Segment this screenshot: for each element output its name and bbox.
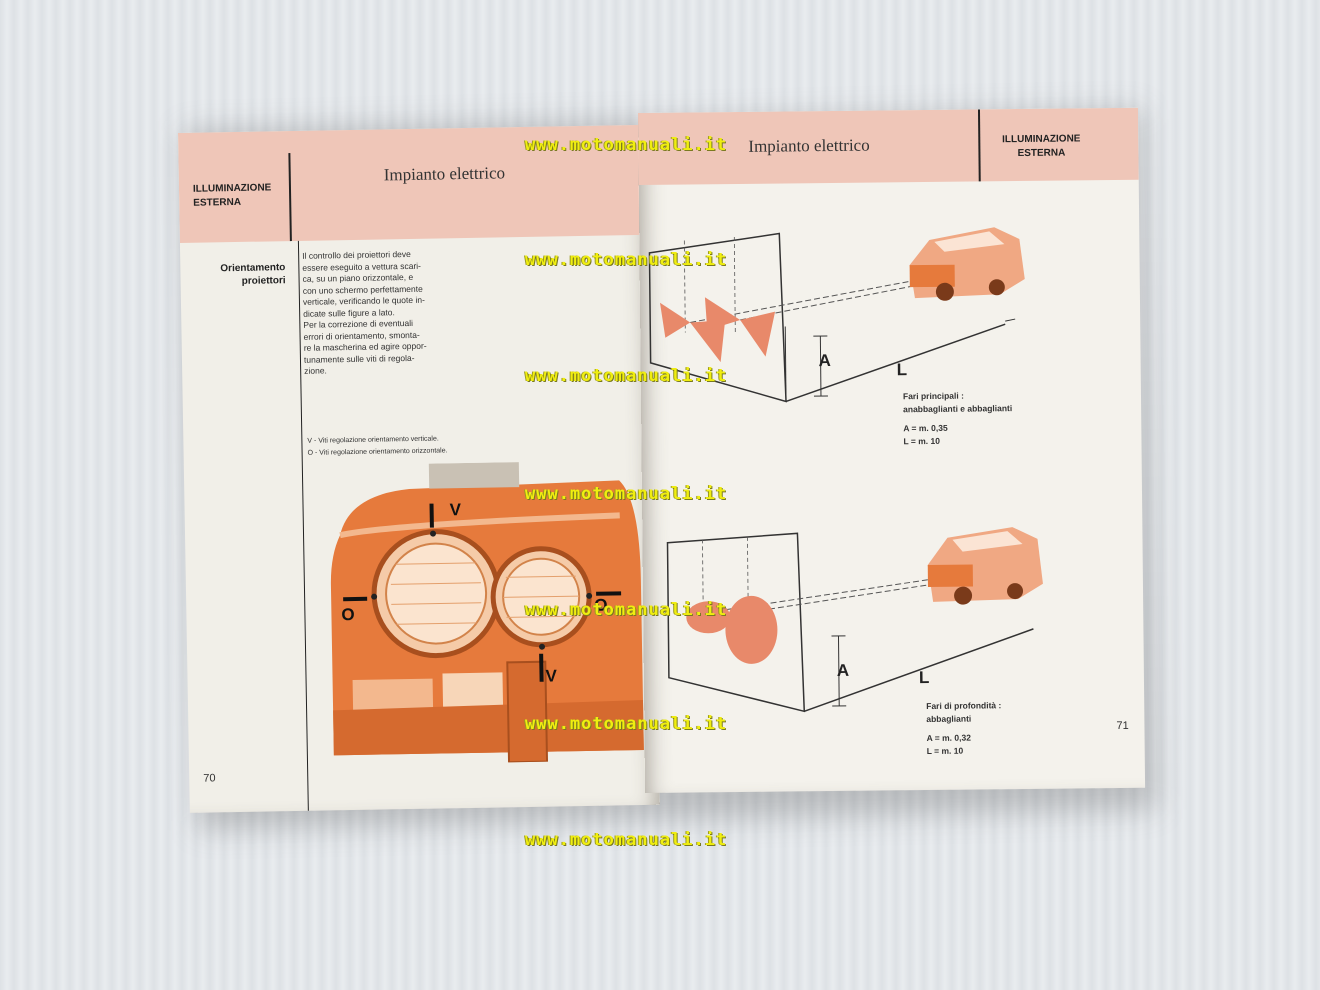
body-text: Il controllo dei proiettori deve essere … <box>302 248 479 378</box>
label-a-2: A <box>836 660 850 680</box>
label-l-1: L <box>896 360 908 380</box>
section-label-line-2: ESTERNA <box>193 196 242 209</box>
section-label-line-2: ESTERNA <box>1017 147 1066 160</box>
marker-v-top: V <box>449 500 462 520</box>
figure-2-caption: Fari di profondità : abbaglianti A = m. … <box>926 699 1002 758</box>
label-a-1: A <box>818 350 831 371</box>
watermark: www.motomanuali.it <box>525 250 728 270</box>
watermark: www.motomanuali.it <box>525 830 728 850</box>
page-number-left: 70 <box>203 772 216 785</box>
watermark: www.motomanuali.it <box>525 714 728 734</box>
label-l-2: L <box>918 667 930 688</box>
headlight-illustration <box>330 462 644 764</box>
figure-1-caption: Fari principali : anabbaglianti e abbagl… <box>903 389 1013 448</box>
section-label-line-1: ILLUMINAZIONE <box>1002 133 1081 146</box>
right-page: Impianto elettrico ILLUMINAZIONE ESTERNA… <box>638 107 1146 793</box>
subheading: Orientamento proiettori <box>190 261 285 289</box>
watermark: www.motomanuali.it <box>525 484 728 504</box>
figure-2-caption-title: Fari di profondità : <box>926 700 1002 712</box>
section-label: ILLUMINAZIONE ESTERNA <box>193 181 272 210</box>
legend-o: O - Viti regolazione orientamento orizzo… <box>307 447 448 457</box>
page-number-right: 71 <box>1116 719 1129 733</box>
beam-diagram-fog <box>666 527 1043 713</box>
figure-2-value-a: A = m. 0,32 <box>926 732 971 744</box>
section-label: ILLUMINAZIONE ESTERNA <box>986 132 1096 161</box>
figure-1-value-a: A = m. 0,35 <box>903 422 948 434</box>
figure-1-value-l: L = m. 10 <box>903 435 940 447</box>
beam-diagram-main <box>648 227 1025 403</box>
page-title: Impianto elettrico <box>748 135 870 156</box>
figure-1-caption-title: Fari principali : <box>902 390 964 402</box>
section-label-line-1: ILLUMINAZIONE <box>192 182 272 195</box>
figure-2-caption-subtitle: abbaglianti <box>926 713 972 725</box>
figure-2-value-l: L = m. 10 <box>926 745 964 757</box>
watermark: www.motomanuali.it <box>525 135 728 155</box>
subheading-line-2: proiettori <box>241 275 286 287</box>
marker-v-bottom: V <box>545 666 558 686</box>
figure-1-caption-subtitle: anabbaglianti e abbaglianti <box>903 403 1013 415</box>
legend: V - Viti regolazione orientamento vertic… <box>307 433 447 459</box>
watermark: www.motomanuali.it <box>525 366 728 386</box>
page-title: Impianto elettrico <box>383 163 506 185</box>
left-page: ILLUMINAZIONE ESTERNA Impianto elettrico… <box>178 124 660 813</box>
marker-o-left: O <box>341 604 355 625</box>
watermark: www.motomanuali.it <box>525 600 728 620</box>
